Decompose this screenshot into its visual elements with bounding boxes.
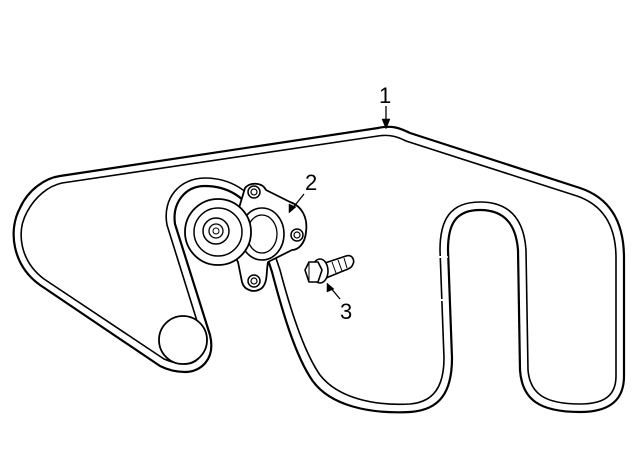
- callout-3: 3: [340, 299, 352, 324]
- bolt-thread-2: [337, 259, 343, 272]
- bracket-bolt-hole-bottom-inner: [250, 277, 258, 285]
- leader-2-arrowhead: [288, 203, 297, 214]
- belt-outer-edge: [12, 125, 626, 414]
- idler-pulley-outer: [158, 315, 208, 365]
- callout-2: 2: [305, 170, 317, 195]
- belt-tensioner: [184, 182, 308, 292]
- callout-1: 1: [379, 83, 391, 108]
- idler-pulley: [158, 315, 208, 365]
- bolt-shank: [321, 254, 355, 279]
- bolt-head: [304, 261, 323, 283]
- bracket-bolt-hole-top-inner: [250, 188, 258, 196]
- leader-3-arrowhead: [326, 282, 335, 293]
- callout-labels: 1 2 3: [305, 83, 391, 324]
- leader-1-arrowhead: [381, 118, 391, 130]
- tensioner-pulley-dot: [212, 227, 220, 235]
- bolt-thread-3: [343, 257, 348, 269]
- bolt-thread: [331, 261, 337, 274]
- callout-leaders: [288, 106, 391, 300]
- tensioner-bolt: [304, 254, 355, 284]
- bracket-bolt-hole-right-inner: [293, 231, 301, 239]
